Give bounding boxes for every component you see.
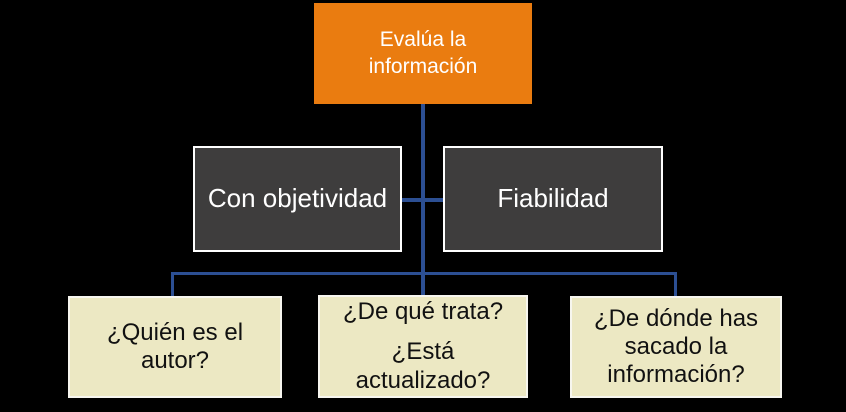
node-text-line: ¿Quién es el [106,318,244,346]
connector-level2-horizontal [400,198,446,202]
connector-branch-drop-left [171,272,174,297]
node-text-line: Evalúa la [379,27,467,51]
node-text-line: Fiabilidad [497,183,609,214]
node-de-que-trata: ¿De qué trata? ¿Está actualizado? [318,295,528,398]
node-text-line: Con objetividad [207,183,388,214]
node-text-line: actualizado? [355,366,491,394]
node-text-line: sacado la [624,332,728,360]
connector-branch-horizontal [171,272,677,275]
node-text-line: autor? [140,347,210,374]
node-text-line: información? [607,361,745,389]
node-fiabilidad: Fiabilidad [443,146,663,252]
node-text-line: información [368,54,478,78]
node-evalua-informacion: Evalúa la información [314,3,532,104]
connector-branch-drop-right [674,272,677,297]
node-de-donde-sacado: ¿De dónde has sacado la información? [570,296,782,398]
node-text-line: ¿De qué trata? [342,298,504,326]
node-text-line: ¿Está [391,338,455,366]
node-con-objetividad: Con objetividad [193,146,402,252]
node-quien-es-autor: ¿Quién es el autor? [68,296,282,398]
node-text-line: ¿De dónde has [593,304,759,332]
